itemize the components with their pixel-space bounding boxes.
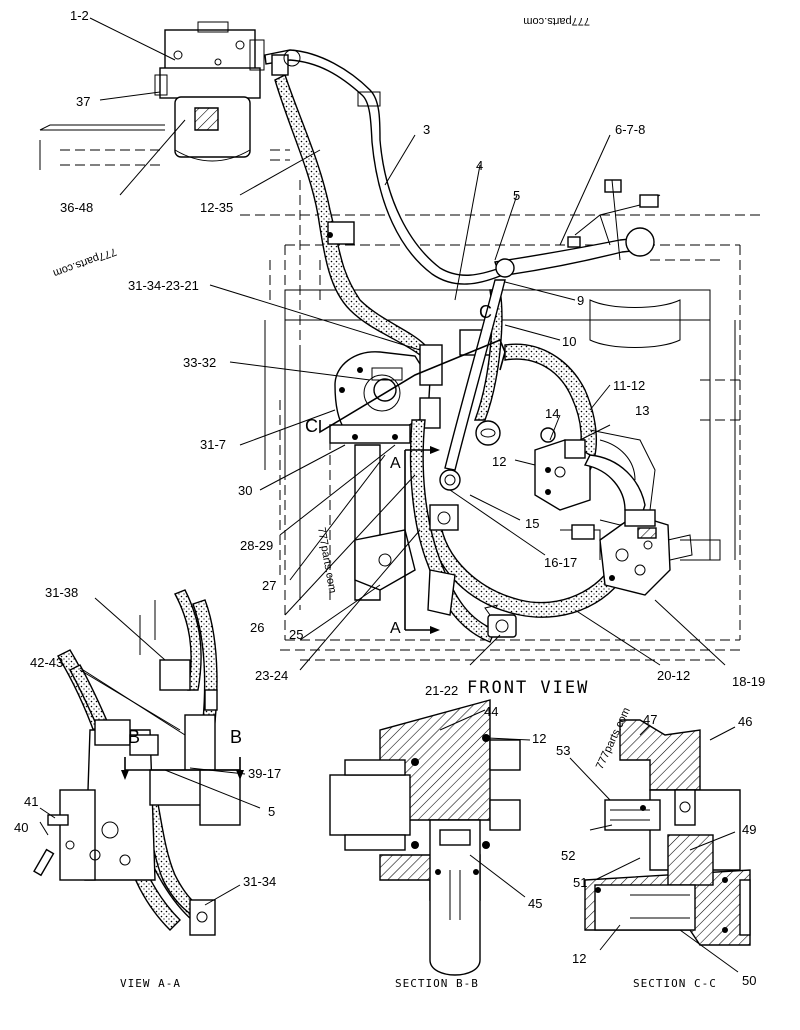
section-bb: 44 12 45 SECTION B-B	[329, 699, 546, 990]
callout-31-38: 31-38	[45, 585, 78, 600]
callout-18-19: 18-19	[732, 674, 765, 689]
callout-10: 10	[562, 334, 576, 349]
callout-28-29: 28-29	[240, 538, 273, 553]
section-cc-title: SECTION C-C	[633, 977, 717, 990]
marker-b-left: B	[128, 727, 140, 747]
callout-13: 13	[635, 403, 649, 418]
marker-b-right: B	[230, 727, 242, 747]
callout-5-viewaa: 5	[268, 804, 275, 819]
block-25	[354, 529, 416, 591]
callout-12-bb: 12	[532, 731, 546, 746]
callout-30: 30	[238, 483, 252, 498]
callout-14: 14	[545, 406, 559, 421]
callout-16-17: 16-17	[544, 555, 577, 570]
marker-c-right: C	[479, 302, 492, 322]
callout-44: 44	[484, 704, 498, 719]
callout-1-2: 1-2	[70, 8, 89, 23]
valve-13	[534, 427, 656, 526]
callout-5: 5	[513, 188, 520, 203]
valve-18-19	[571, 509, 693, 596]
section-a-cutline: A A	[390, 446, 440, 637]
front-view-title: FRONT VIEW	[467, 678, 589, 698]
watermark-center: 777parts.com	[315, 526, 338, 594]
callout-42-43: 42-43	[30, 655, 63, 670]
callout-37: 37	[76, 94, 90, 109]
callout-12-35: 12-35	[200, 200, 233, 215]
view-aa: B B 31-38 42-43 39-17 5 41 40 31-34 VIEW…	[14, 585, 281, 990]
callout-31-7: 31-7	[200, 437, 226, 452]
section-bb-title: SECTION B-B	[395, 977, 479, 990]
linkage-6-7-8	[494, 179, 661, 278]
callout-20-12: 20-12	[657, 668, 690, 683]
callout-27: 27	[262, 578, 276, 593]
callout-3: 3	[423, 122, 430, 137]
marker-c-left: C	[305, 416, 318, 436]
callout-21-22: 21-22	[425, 683, 458, 698]
leader-lines	[89, 17, 726, 671]
callout-26: 26	[250, 620, 264, 635]
callout-45: 45	[528, 896, 542, 911]
callout-31-34-23-21: 31-34-23-21	[128, 278, 199, 293]
callout-15: 15	[525, 516, 539, 531]
watermark-left: 777parts.com	[51, 245, 118, 279]
callout-4: 4	[476, 158, 483, 173]
callout-11-12: 11-12	[613, 378, 645, 393]
callout-40: 40	[14, 820, 28, 835]
callout-12-front: 12	[492, 454, 506, 469]
front-view: C C A A	[39, 8, 765, 698]
callout-23-24: 23-24	[255, 668, 288, 683]
view-aa-title: VIEW A-A	[120, 977, 181, 990]
fitting-21-22	[484, 604, 517, 638]
callout-9: 9	[577, 293, 584, 308]
callout-6-7-8: 6-7-8	[615, 122, 645, 137]
marker-a-bottom: A	[390, 620, 401, 637]
callout-36-48: 36-48	[60, 200, 93, 215]
callout-39-17: 39-17	[248, 766, 281, 781]
callout-49: 49	[742, 822, 756, 837]
marker-a-top: A	[390, 455, 401, 472]
callout-33-32: 33-32	[183, 355, 216, 370]
callout-25: 25	[289, 627, 303, 642]
callout-41: 41	[24, 794, 38, 809]
callout-47: 47	[643, 712, 657, 727]
callout-46: 46	[738, 714, 752, 729]
callout-53: 53	[556, 743, 570, 758]
callout-31-34: 31-34	[243, 874, 276, 889]
callout-50: 50	[742, 973, 756, 988]
callout-12-cc: 12	[572, 951, 586, 966]
callout-51: 51	[573, 875, 587, 890]
section-c-cutline: C C	[305, 302, 506, 436]
filter-assembly	[154, 21, 265, 162]
watermark-top: 777parts.com	[523, 15, 590, 27]
section-cc: 777parts.com 47 46 53 49 52 51 12 50 SEC…	[556, 706, 756, 990]
callout-52: 52	[561, 848, 575, 863]
